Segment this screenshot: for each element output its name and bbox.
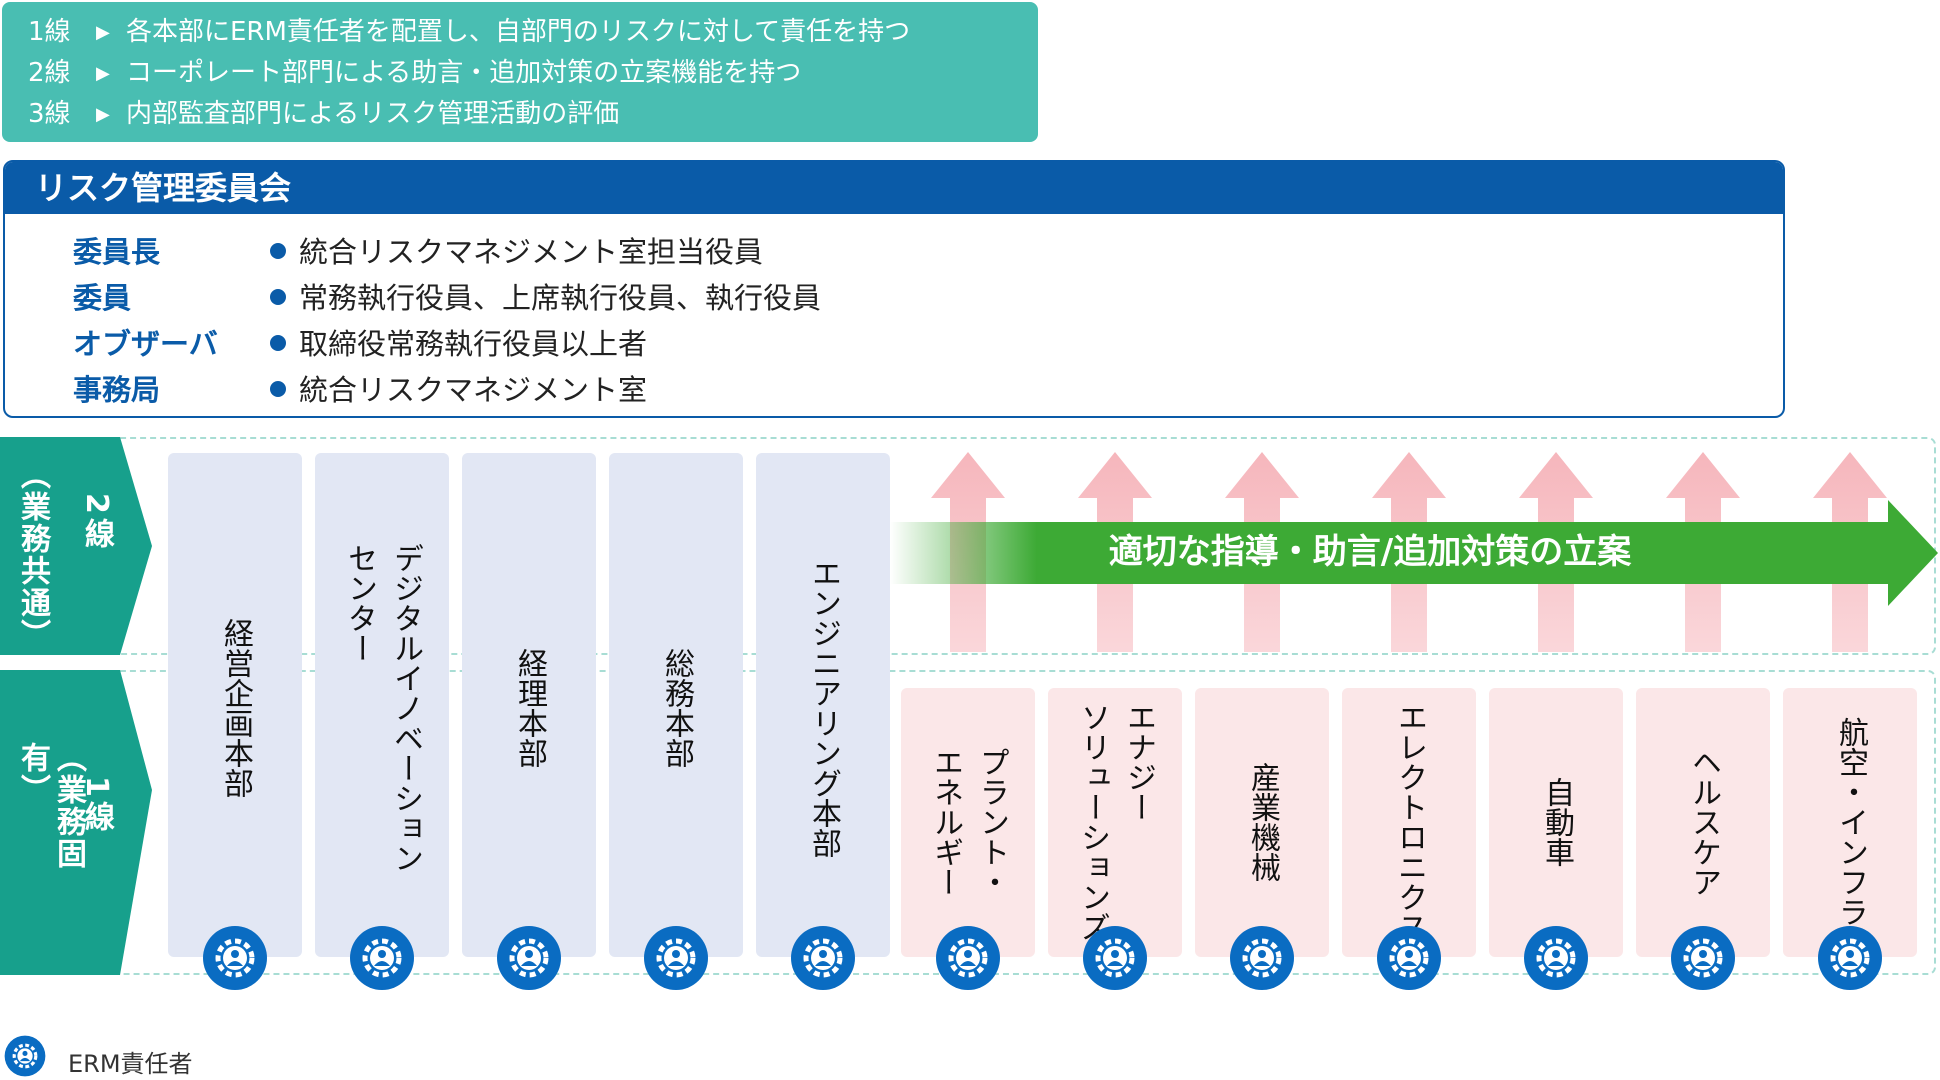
business-unit-column: 産業機械 xyxy=(1195,688,1329,957)
member-description: 常務執行役員、上席執行役員、執行役員 xyxy=(299,281,822,315)
guidance-arrow xyxy=(890,500,1938,606)
guidance-arrow-label: 適切な指導・助言/追加対策の立案 xyxy=(1108,532,1632,572)
department-column: 経理本部 xyxy=(462,453,596,957)
business-unit-name: エレクトロニクス xyxy=(1392,702,1427,942)
line1-tab: （業務固有） 1線 xyxy=(0,670,155,975)
member-role: オブザーバ xyxy=(73,327,218,361)
business-unit-column: プラント・ エネルギー xyxy=(901,688,1035,957)
line2-tab-number: 2線 xyxy=(79,493,114,552)
business-unit-name: ヘルスケア xyxy=(1686,747,1721,897)
department-name: 経営企画本部 xyxy=(218,618,253,798)
business-unit-name: エナジー ソリューションズ xyxy=(1075,702,1156,942)
member-description: 統合リスクマネジメント室 xyxy=(299,373,648,407)
business-unit-name: 自動車 xyxy=(1539,777,1574,867)
bullet-icon xyxy=(270,289,286,305)
erm-person-gear-icon xyxy=(202,925,268,991)
member-description: 統合リスクマネジメント室担当役員 xyxy=(299,235,764,269)
committee-title: リスク管理委員会 xyxy=(5,162,1783,214)
department-column: 経営企画本部 xyxy=(168,453,302,957)
erm-person-gear-icon xyxy=(1523,925,1589,991)
business-unit-name: 産業機械 xyxy=(1245,762,1280,882)
erm-person-gear-icon xyxy=(1229,925,1295,991)
member-description: 取締役常務執行役員以上者 xyxy=(299,327,648,361)
line-summary-row: 1線 ▶ 各本部にERM責任者を配置し、自部門のリスクに対して責任を持つ xyxy=(28,12,1038,53)
department-column: エンジニアリング本部 xyxy=(756,453,890,957)
erm-person-gear-icon xyxy=(349,925,415,991)
triangle-right-icon: ▶ xyxy=(96,104,110,125)
triangle-right-icon: ▶ xyxy=(96,63,110,84)
member-role: 委員 xyxy=(73,281,132,315)
erm-person-gear-icon xyxy=(1670,925,1736,991)
line-description: 内部監査部門によるリスク管理活動の評価 xyxy=(126,99,620,129)
erm-person-gear-icon xyxy=(790,925,856,991)
bullet-icon xyxy=(270,381,286,397)
bullet-icon xyxy=(270,335,286,351)
business-unit-column: 自動車 xyxy=(1489,688,1623,957)
business-unit-column: 航空・インフラ xyxy=(1783,688,1917,957)
department-name: デジタルイノベーション センター xyxy=(342,543,423,873)
legend-label: ERM責任者 xyxy=(68,1050,193,1078)
department-name: 経理本部 xyxy=(512,648,547,768)
business-unit-column: ヘルスケア xyxy=(1636,688,1770,957)
department-column: デジタルイノベーション センター xyxy=(315,453,449,957)
business-unit-column: エレクトロニクス xyxy=(1342,688,1476,957)
three-lines-summary: 1線 ▶ 各本部にERM責任者を配置し、自部門のリスクに対して責任を持つ 2線 … xyxy=(2,2,1038,142)
line2-tab: （業務共通） 2線 xyxy=(0,437,155,655)
erm-person-gear-icon xyxy=(4,1035,46,1077)
line-number: 2線 xyxy=(28,58,71,88)
member-role: 事務局 xyxy=(73,373,161,407)
erm-person-gear-icon xyxy=(1082,925,1148,991)
line-description: コーポレート部門による助言・追加対策の立案機能を持つ xyxy=(126,58,802,88)
business-unit-name: 航空・インフラ xyxy=(1833,717,1868,927)
line1-tab-label: （業務固有） xyxy=(15,742,86,870)
line-number: 3線 xyxy=(28,99,71,129)
risk-committee-box: リスク管理委員会 委員長 統合リスクマネジメント室担当役員 委員 常務執行役員、… xyxy=(3,160,1785,418)
erm-person-gear-icon xyxy=(643,925,709,991)
erm-person-gear-icon xyxy=(935,925,1001,991)
line-summary-row: 2線 ▶ コーポレート部門による助言・追加対策の立案機能を持つ xyxy=(28,53,1038,94)
business-unit-column: エナジー ソリューションズ xyxy=(1048,688,1182,957)
department-name: エンジニアリング本部 xyxy=(806,558,841,858)
member-role: 委員長 xyxy=(73,235,161,269)
erm-person-gear-icon xyxy=(1376,925,1442,991)
department-name: 総務本部 xyxy=(659,648,694,768)
bullet-icon xyxy=(270,243,286,259)
line-description: 各本部にERM責任者を配置し、自部門のリスクに対して責任を持つ xyxy=(126,17,911,47)
business-unit-name: プラント・ エネルギー xyxy=(928,747,1009,897)
line2-tab-label: （業務共通） xyxy=(15,459,50,651)
line-summary-row: 3線 ▶ 内部監査部門によるリスク管理活動の評価 xyxy=(28,94,1038,135)
line1-tab-number: 1線 xyxy=(79,776,114,835)
department-column: 総務本部 xyxy=(609,453,743,957)
erm-person-gear-icon xyxy=(496,925,562,991)
erm-person-gear-icon xyxy=(1817,925,1883,991)
triangle-right-icon: ▶ xyxy=(96,22,110,43)
line-number: 1線 xyxy=(28,17,71,47)
